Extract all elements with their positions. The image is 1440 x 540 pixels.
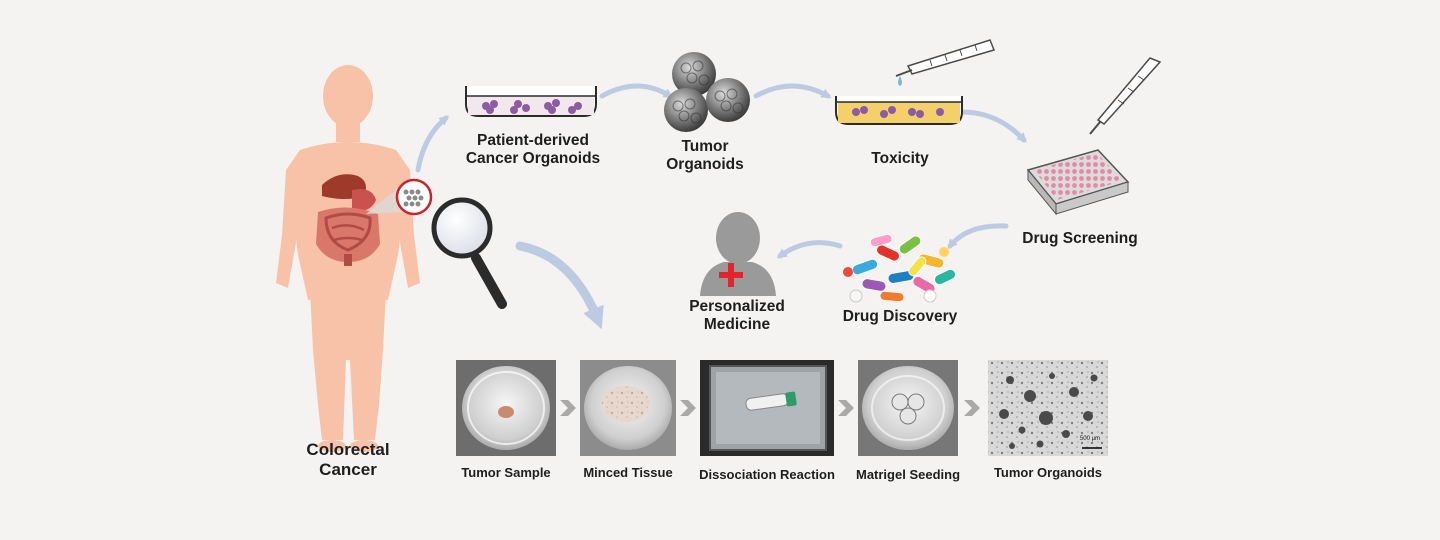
personalized-medicine-label: Personalized Medicine bbox=[672, 298, 802, 334]
arrow-screening-to-discovery bbox=[947, 223, 1009, 250]
colorectal-cancer-label: Colorectal Cancer bbox=[286, 440, 410, 479]
drug-screening-line1: Drug Screening bbox=[1022, 230, 1138, 247]
colorectal-cancer-line1: Colorectal bbox=[306, 440, 390, 459]
patient-silhouette-icon bbox=[700, 212, 776, 296]
pipette-icon-1 bbox=[895, 39, 996, 86]
tumor-organoids-line1: Tumor bbox=[681, 138, 729, 155]
arrow-discovery-to-medicine bbox=[776, 240, 843, 259]
pills-pile-illustration bbox=[843, 233, 956, 303]
drug-screening-label: Drug Screening bbox=[1010, 230, 1150, 248]
drug-discovery-line1: Drug Discovery bbox=[842, 308, 958, 325]
colorectal-cancer-line2: Cancer bbox=[319, 459, 377, 479]
tumor-organoids-line2: Organoids bbox=[666, 155, 744, 173]
step-label-tumor-sample: Tumor Sample bbox=[461, 465, 551, 480]
human-body-illustration bbox=[276, 65, 420, 452]
patient-derived-line1: Patient-derived bbox=[477, 132, 589, 149]
personalized-medicine-line2: Medicine bbox=[703, 315, 771, 333]
step-label-matrigel-seeding: Matrigel Seeding bbox=[855, 467, 961, 482]
arrow-magnifier-to-process bbox=[515, 241, 604, 330]
tumor-zoom-circle bbox=[395, 178, 433, 216]
toxicity-dish bbox=[835, 96, 963, 125]
process-chevrons bbox=[560, 400, 980, 416]
red-cross-icon bbox=[719, 263, 743, 287]
step-label-minced-tissue: Minced Tissue bbox=[583, 465, 673, 480]
well-plate bbox=[1026, 149, 1130, 216]
culture-dish-1 bbox=[465, 86, 597, 117]
flow-arrows bbox=[415, 83, 1027, 330]
tumor-organoid-clusters bbox=[664, 52, 750, 132]
magnifier-icon bbox=[431, 197, 507, 309]
tumor-organoids-label: Tumor Organoids bbox=[650, 138, 760, 174]
toxicity-line1: Toxicity bbox=[871, 150, 929, 167]
arrow-toxicity-to-screening bbox=[959, 109, 1027, 143]
photo-matrigel-seeding bbox=[858, 360, 958, 456]
photo-dissociation-reaction bbox=[700, 360, 834, 456]
step-label-tumor-organoids: Tumor Organoids bbox=[993, 465, 1103, 480]
pipette-icon-2 bbox=[1089, 57, 1162, 135]
arrow-body-to-culture bbox=[415, 115, 450, 173]
patient-derived-label: Patient-derived Cancer Organoids bbox=[448, 132, 618, 168]
scale-bar-label: 500 μm bbox=[1079, 436, 1101, 442]
step-label-dissociation-reaction: Dissociation Reaction bbox=[699, 467, 835, 482]
arrow-culture-to-tumor bbox=[599, 83, 674, 99]
photo-minced-tissue bbox=[580, 360, 676, 456]
process-photos bbox=[456, 360, 1108, 456]
arrow-tumor-to-toxicity bbox=[753, 83, 832, 99]
photo-tumor-sample bbox=[456, 360, 556, 456]
photo-tumor-organoids bbox=[988, 360, 1108, 456]
drug-discovery-label: Drug Discovery bbox=[830, 308, 970, 326]
toxicity-label: Toxicity bbox=[850, 150, 950, 168]
patient-derived-line2: Cancer Organoids bbox=[465, 149, 601, 167]
personalized-medicine-line1: Personalized bbox=[689, 298, 785, 315]
